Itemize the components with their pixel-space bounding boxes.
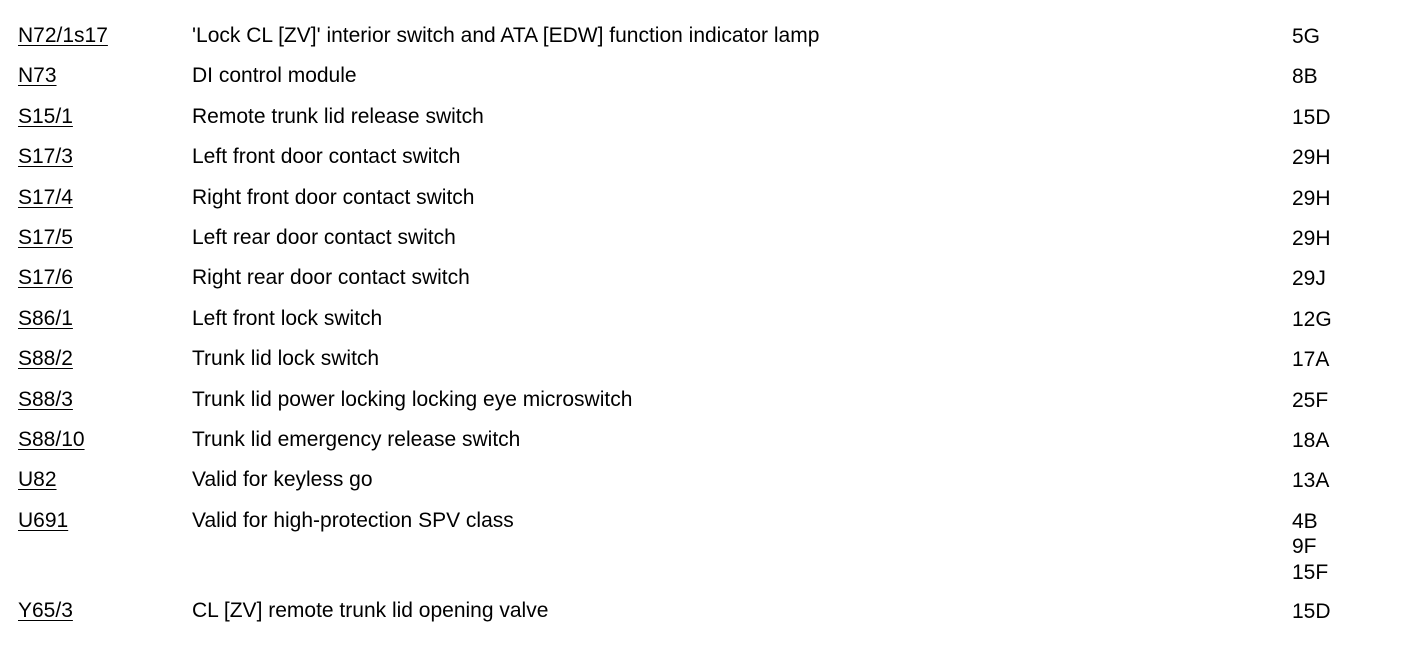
table-row: U691 Valid for high-protection SPV class 4… bbox=[0, 509, 1408, 599]
grid-reference: 15D bbox=[1292, 599, 1331, 623]
component-code-link[interactable]: S88/10 bbox=[18, 427, 85, 451]
component-description: Remote trunk lid release switch bbox=[192, 104, 484, 128]
table-row: S88/3 Trunk lid power locking locking eye… bbox=[0, 388, 1408, 428]
table-row: N73 DI control module 8B bbox=[0, 64, 1408, 104]
component-code-link[interactable]: S86/1 bbox=[18, 306, 73, 330]
grid-reference: 17A bbox=[1292, 348, 1330, 372]
table-row: S17/4 Right front door contact switch 29H bbox=[0, 186, 1408, 226]
component-code-link[interactable]: S17/4 bbox=[18, 185, 73, 209]
component-code-link[interactable]: S88/3 bbox=[18, 387, 73, 411]
grid-reference: 12G bbox=[1292, 307, 1332, 331]
table-row: S15/1 Remote trunk lid release switch 15D bbox=[0, 105, 1408, 145]
grid-reference-list: 15D bbox=[1292, 105, 1331, 131]
component-description: Right front door contact switch bbox=[192, 185, 475, 209]
grid-reference-list: 5G bbox=[1292, 24, 1320, 50]
grid-reference-list: 8B bbox=[1292, 64, 1318, 90]
component-code-link[interactable]: U691 bbox=[18, 508, 69, 532]
component-description: Valid for keyless go bbox=[192, 468, 373, 492]
component-description: CL [ZV] remote trunk lid opening valve bbox=[192, 598, 549, 622]
grid-reference-list: 17A bbox=[1292, 347, 1329, 373]
component-legend-table: N72/1s17 'Lock CL [ZV]' interior switch a… bbox=[0, 24, 1408, 639]
component-code-link[interactable]: N73 bbox=[18, 64, 57, 88]
component-code-link[interactable]: N72/1s17 bbox=[18, 24, 108, 47]
grid-reference: 18A bbox=[1292, 428, 1330, 452]
table-row: S88/10 Trunk lid emergency release switch… bbox=[0, 428, 1408, 468]
grid-reference: 25F bbox=[1292, 388, 1329, 412]
grid-reference: 15D bbox=[1292, 105, 1331, 129]
grid-reference-list: 12G bbox=[1292, 307, 1332, 333]
component-description: DI control module bbox=[192, 64, 357, 88]
component-code-link[interactable]: S17/6 bbox=[18, 266, 73, 290]
component-description: Left front door contact switch bbox=[192, 145, 461, 169]
grid-reference: 8B bbox=[1292, 65, 1318, 89]
grid-reference: 9F bbox=[1292, 535, 1317, 559]
component-description: Trunk lid power locking locking eye micr… bbox=[192, 387, 633, 411]
grid-reference: 5G bbox=[1292, 25, 1321, 48]
grid-reference: 29H bbox=[1292, 146, 1331, 170]
component-description: Left rear door contact switch bbox=[192, 225, 456, 249]
component-code-link[interactable]: S15/1 bbox=[18, 104, 73, 128]
component-description: Left front lock switch bbox=[192, 306, 383, 330]
table-row: S17/5 Left rear door contact switch 29H bbox=[0, 226, 1408, 266]
grid-reference-list: 29H bbox=[1292, 186, 1331, 212]
grid-reference-list: 13A bbox=[1292, 468, 1329, 494]
grid-reference-list: 29H bbox=[1292, 145, 1331, 171]
table-row: S86/1 Left front lock switch 12G bbox=[0, 307, 1408, 347]
grid-reference-list: 29J bbox=[1292, 266, 1326, 292]
table-row: Y65/3 CL [ZV] remote trunk lid opening va… bbox=[0, 599, 1408, 639]
grid-reference-list: 18A bbox=[1292, 428, 1329, 454]
table-row: N72/1s17 'Lock CL [ZV]' interior switch a… bbox=[0, 24, 1408, 64]
grid-reference: 13A bbox=[1292, 469, 1330, 493]
table-row: S17/3 Left front door contact switch 29H bbox=[0, 145, 1408, 185]
grid-reference: 29H bbox=[1292, 226, 1331, 250]
grid-reference-list: 25F bbox=[1292, 388, 1328, 414]
component-code-link[interactable]: Y65/3 bbox=[18, 598, 73, 622]
component-description: Trunk lid lock switch bbox=[192, 347, 380, 371]
component-code-link[interactable]: U82 bbox=[18, 468, 57, 492]
grid-reference-list: 29H bbox=[1292, 226, 1331, 252]
table-row: U82 Valid for keyless go 13A bbox=[0, 468, 1408, 508]
grid-reference-list: 15D bbox=[1292, 599, 1331, 625]
table-row: S17/6 Right rear door contact switch 29J bbox=[0, 266, 1408, 306]
component-code-link[interactable]: S17/3 bbox=[18, 145, 73, 169]
component-description: 'Lock CL [ZV]' interior switch and ATA [… bbox=[192, 24, 820, 47]
component-code-link[interactable]: S17/5 bbox=[18, 225, 73, 249]
table-row: S88/2 Trunk lid lock switch 17A bbox=[0, 347, 1408, 387]
component-description: Right rear door contact switch bbox=[192, 266, 470, 290]
grid-reference: 29H bbox=[1292, 186, 1331, 210]
component-description: Valid for high-protection SPV class bbox=[192, 508, 514, 532]
grid-reference: 4B bbox=[1292, 509, 1318, 533]
component-description: Trunk lid emergency release switch bbox=[192, 427, 521, 451]
grid-reference: 15F bbox=[1292, 560, 1329, 584]
component-code-link[interactable]: S88/2 bbox=[18, 347, 73, 371]
grid-reference: 29J bbox=[1292, 267, 1326, 291]
